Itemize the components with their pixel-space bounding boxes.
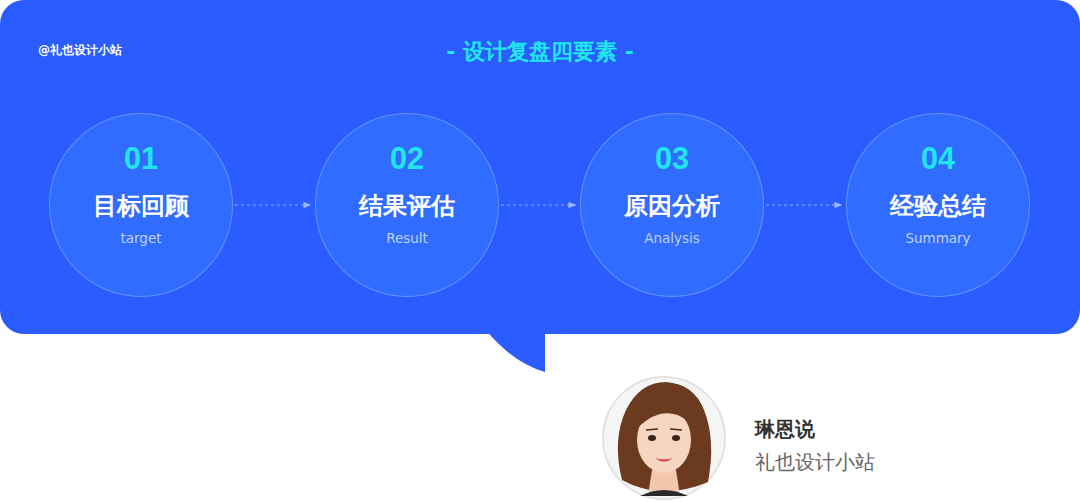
lips <box>655 458 673 462</box>
fringe <box>636 400 694 430</box>
author-name: 琳恩说 <box>755 416 815 442</box>
step-circle: 04 经验总结 Summary <box>846 113 1030 297</box>
flow-arrow <box>235 204 311 205</box>
step-number: 04 <box>847 138 1029 178</box>
step-title: 结果评估 <box>316 188 498 224</box>
step-title: 目标回顾 <box>50 188 232 224</box>
avatar-ring <box>603 377 725 499</box>
brow <box>646 429 658 430</box>
clothes <box>640 490 688 496</box>
author-site: 礼也设计小站 <box>755 449 875 475</box>
flow-arrow <box>766 204 842 205</box>
eye <box>672 435 680 441</box>
step-subtitle: target <box>50 227 232 249</box>
watermark: @礼也设计小站 <box>38 37 122 63</box>
step-number: 01 <box>50 138 232 178</box>
step-title: 经验总结 <box>847 188 1029 224</box>
step-subtitle: Summary <box>847 227 1029 249</box>
panel <box>0 0 1080 334</box>
step-subtitle: Analysis <box>581 227 763 249</box>
step-number: 02 <box>316 138 498 178</box>
eye <box>648 435 656 441</box>
step-subtitle: Result <box>316 227 498 249</box>
step-circle: 01 目标回顾 target <box>49 113 233 297</box>
step-circle: 02 结果评估 Result <box>315 113 499 297</box>
avatar <box>603 377 725 499</box>
step-circle: 03 原因分析 Analysis <box>580 113 764 297</box>
brow <box>670 429 682 430</box>
bubble-tail <box>486 330 545 372</box>
step-title: 原因分析 <box>581 188 763 224</box>
step-number: 03 <box>581 138 763 178</box>
diagram-title: - 设计复盘四要素 - <box>0 38 1080 66</box>
flow-arrow <box>501 204 576 205</box>
